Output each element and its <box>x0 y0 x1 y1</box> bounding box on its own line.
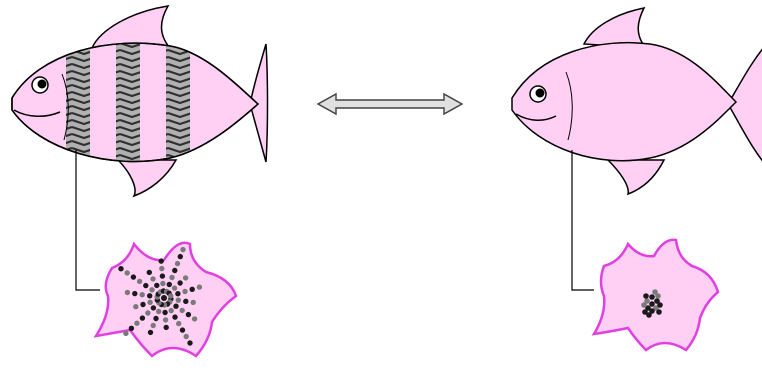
pigment-granule <box>172 268 177 273</box>
pigment-granule <box>125 270 130 275</box>
pigment-granule <box>182 289 187 294</box>
plain-fish-icon <box>512 8 762 194</box>
pigment-granule <box>160 281 165 286</box>
right-dorsal-fin <box>584 8 646 48</box>
pigment-granule <box>187 340 192 345</box>
pigment-granule <box>175 261 180 266</box>
pigment-granule <box>168 293 173 298</box>
pigment-granule <box>197 284 202 289</box>
pigment-granule <box>169 275 174 280</box>
pigment-granule <box>145 310 150 315</box>
right-pointer-line <box>572 150 594 290</box>
left-eye-icon <box>32 77 48 93</box>
pigment-granule <box>176 298 181 303</box>
pigment-granule <box>133 304 138 309</box>
pigment-granule <box>118 266 123 271</box>
double-arrow-icon <box>318 94 462 114</box>
pigment-granule <box>177 280 182 285</box>
pigment-granule <box>652 289 658 295</box>
pigment-granule <box>176 321 181 326</box>
pigment-granule <box>169 308 174 313</box>
pigment-granule <box>178 254 183 259</box>
striped-fish-icon <box>12 6 268 196</box>
stripe <box>116 40 140 170</box>
pigment-granule <box>183 299 188 304</box>
left-pointer-line <box>76 150 100 290</box>
pigment-granule <box>160 273 165 278</box>
pigment-granule <box>129 326 134 331</box>
pigment-granule <box>184 334 189 339</box>
pigment-granule <box>143 283 148 288</box>
aggregated-melanophore-icon <box>594 240 718 350</box>
pigment-granule <box>649 294 655 300</box>
pigment-granule <box>123 331 128 336</box>
pigment-granule <box>180 327 185 332</box>
pigment-granule <box>192 316 197 321</box>
pigment-granule <box>151 323 156 328</box>
pigment-granule <box>656 309 662 315</box>
pigment-granule <box>154 283 159 288</box>
pigment-granule <box>147 270 152 275</box>
right-body <box>512 43 736 161</box>
dispersed-melanophore-icon <box>96 243 236 356</box>
pigment-granule <box>657 302 663 308</box>
right-eye-icon <box>530 86 546 102</box>
pigment-granule <box>151 305 156 310</box>
pigment-granule <box>172 314 177 319</box>
left-dorsal-fin <box>92 6 170 48</box>
pigment-granule <box>147 293 152 298</box>
pigment-granule <box>173 304 178 309</box>
pigment-granule <box>191 300 196 305</box>
pigment-granule <box>643 293 649 299</box>
pigment-granule <box>164 325 169 330</box>
pigment-granule <box>140 315 145 320</box>
pigment-granule <box>167 282 172 287</box>
pigment-granule <box>140 302 145 307</box>
pigment-granule <box>163 317 168 322</box>
pigment-granule <box>649 301 655 307</box>
pigment-granule <box>162 310 167 315</box>
right-ventral-fin <box>608 160 664 194</box>
stripe <box>166 40 190 170</box>
pigment-granule <box>153 316 158 321</box>
pigment-granule <box>125 290 130 295</box>
pigment-granule <box>180 247 185 252</box>
pigment-granule <box>147 300 152 305</box>
pigment-granule <box>175 291 180 296</box>
pigment-granule <box>190 287 195 292</box>
pigment-granule <box>148 330 153 335</box>
pigment-granule <box>137 279 142 284</box>
pigment-granule <box>149 287 154 292</box>
pigment-granule <box>150 276 155 281</box>
left-ventral-fin <box>118 160 176 196</box>
pigment-granule <box>161 295 167 301</box>
left-stripes <box>66 40 190 170</box>
pigment-granule <box>156 309 161 314</box>
pigment-granule <box>132 291 137 296</box>
pigment-granule <box>183 275 188 280</box>
pigment-granule <box>641 302 647 308</box>
pigment-granule <box>180 308 185 313</box>
pigment-granule <box>140 292 145 297</box>
pigment-granule <box>172 285 177 290</box>
pigment-granule <box>646 312 652 318</box>
pigment-granule <box>159 266 164 271</box>
pigment-granule <box>134 321 139 326</box>
pigment-granule <box>159 258 164 263</box>
pigment-granule <box>186 312 191 317</box>
pigment-granule <box>131 274 136 279</box>
